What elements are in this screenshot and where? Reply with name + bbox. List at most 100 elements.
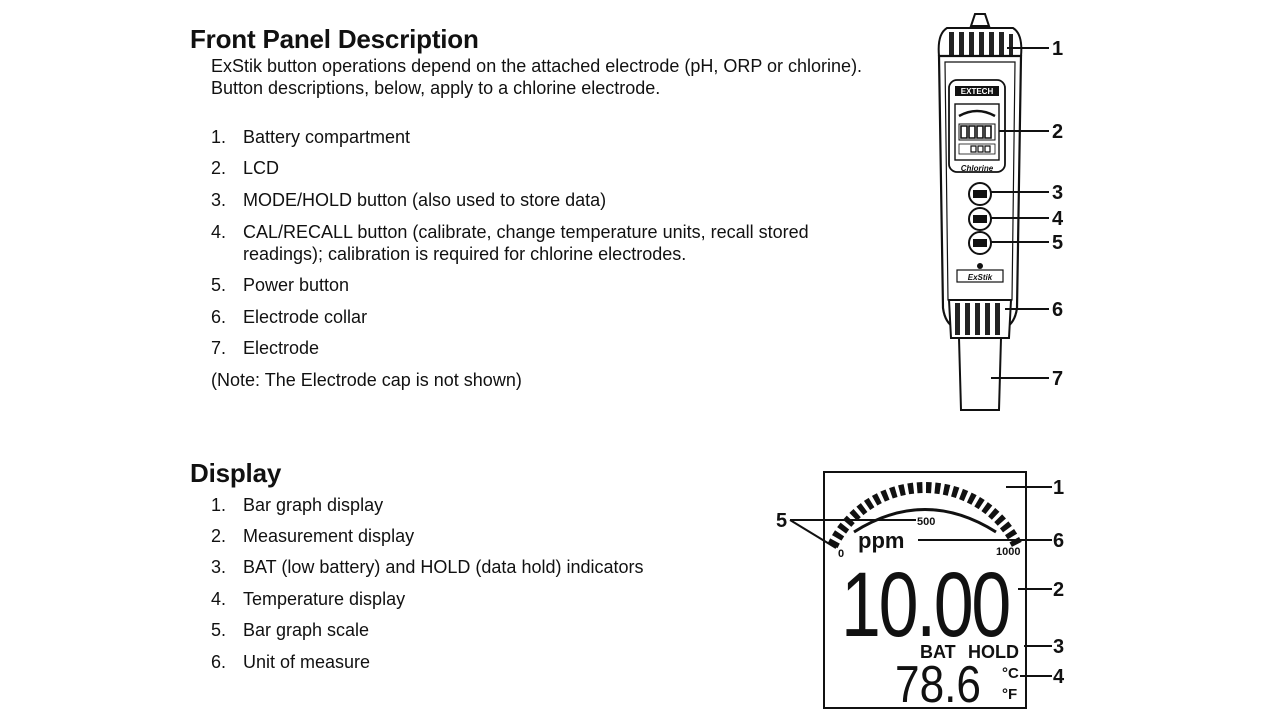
bar-graph-segment bbox=[916, 482, 923, 494]
bar-graph-segment bbox=[1005, 528, 1018, 540]
bar-graph-segment bbox=[832, 530, 845, 541]
bar-graph-segment bbox=[842, 515, 855, 527]
bar-graph-segment bbox=[880, 489, 890, 502]
bar-graph-segment bbox=[837, 522, 850, 534]
callout-number: 2 bbox=[1053, 579, 1064, 601]
callout-number: 1 bbox=[1053, 477, 1064, 499]
list-item-text: Power button bbox=[243, 275, 350, 295]
measurement-reading: 10.00 bbox=[841, 553, 1009, 656]
note-text: (Note: The Electrode cap is not shown) bbox=[211, 370, 522, 390]
electrode bbox=[957, 337, 1003, 411]
list-item-text: Electrode bbox=[243, 338, 320, 358]
callout-number: 2 bbox=[1052, 121, 1063, 143]
list-item: 4. Temperature display bbox=[211, 588, 731, 610]
bar-graph-segment bbox=[856, 503, 868, 516]
bar-graph-segment bbox=[827, 538, 840, 549]
list-item-text: BAT (low battery) and HOLD (data hold) i… bbox=[243, 557, 644, 577]
list-item: 5. Power button bbox=[211, 274, 891, 296]
callout-number: 6 bbox=[1052, 299, 1063, 321]
list-item: 1. Bar graph display bbox=[211, 494, 731, 516]
intro-line-2: Button descriptions, below, apply to a c… bbox=[211, 78, 661, 98]
device-lcd: EXTECH Chlorine bbox=[948, 79, 1006, 173]
display-list: 1. Bar graph display 2. Measurement disp… bbox=[211, 494, 731, 684]
bar-graph-segment bbox=[863, 497, 875, 510]
callout-number: 3 bbox=[1053, 636, 1064, 658]
list-item: 3. BAT (low battery) and HOLD (data hold… bbox=[211, 556, 731, 578]
list-item-number: 5. bbox=[211, 620, 227, 640]
bar-graph-segment bbox=[907, 482, 915, 495]
display-heading: Display bbox=[190, 458, 282, 488]
battery-cap-tab bbox=[969, 13, 991, 27]
unit-of-measure: ppm bbox=[858, 528, 904, 553]
callout-number: 7 bbox=[1052, 368, 1063, 390]
scale-max-label: 1000 bbox=[996, 546, 1020, 558]
bar-graph-scale-arc bbox=[853, 508, 997, 534]
list-item: 7. Electrode bbox=[211, 337, 891, 359]
list-item: 1. Battery compartment bbox=[211, 126, 891, 148]
list-item-text: Temperature display bbox=[243, 589, 406, 609]
list-item-number: 3. bbox=[211, 190, 227, 210]
bar-graph-segment bbox=[889, 486, 898, 499]
list-item: 2. LCD bbox=[211, 157, 891, 179]
list-item-text: Bar graph scale bbox=[243, 620, 370, 640]
list-item-number: 4. bbox=[211, 222, 227, 242]
bat-indicator: BAT bbox=[920, 642, 956, 662]
callout-lines bbox=[789, 486, 1052, 677]
callout-lines bbox=[991, 47, 1049, 379]
list-item-text: LCD bbox=[243, 158, 280, 178]
bar-graph-segment bbox=[849, 509, 861, 521]
list-item-number: 1. bbox=[211, 127, 227, 147]
device-label: Chlorine bbox=[961, 164, 994, 173]
lcd-display-illustration: 0 500 1000 ppm 10.00 BAT HOLD 78.6 °C °F… bbox=[776, 471, 1065, 714]
lcd-frame bbox=[823, 471, 1027, 709]
celsius-unit: °C bbox=[1002, 665, 1019, 682]
list-item: 4. CAL/RECALL button (calibrate, change … bbox=[211, 221, 891, 265]
bar-graph-segment bbox=[966, 492, 977, 505]
callout-number: 6 bbox=[1053, 530, 1064, 552]
list-item-text: Measurement display bbox=[243, 526, 415, 546]
list-item-number: 2. bbox=[211, 158, 227, 178]
list-item-text: Bar graph display bbox=[243, 495, 384, 515]
list-item-text: Electrode collar bbox=[243, 307, 368, 327]
bar-graph-segment bbox=[942, 483, 951, 496]
bar-graph-segment bbox=[988, 507, 1000, 520]
front-panel-list: 1. Battery compartment 2. LCD 3. MODE/HO… bbox=[211, 126, 891, 396]
list-item: 3. MODE/HOLD button (also used to store … bbox=[211, 189, 891, 211]
list-item-number: 7. bbox=[211, 338, 227, 358]
fahrenheit-unit: °F bbox=[1002, 686, 1017, 703]
callout-number: 5 bbox=[776, 510, 787, 532]
callout-number: 5 bbox=[1052, 232, 1063, 254]
hold-indicator: HOLD bbox=[968, 642, 1019, 662]
callout-number: 4 bbox=[1052, 208, 1064, 230]
electrode-collar bbox=[947, 299, 1013, 339]
scale-mid-label: 500 bbox=[917, 516, 935, 528]
list-item-text: Battery compartment bbox=[243, 127, 411, 147]
list-item: 6. Electrode collar bbox=[211, 306, 891, 328]
list-item-text: CAL/RECALL button (calibrate, change tem… bbox=[243, 222, 809, 264]
callout-number: 3 bbox=[1052, 182, 1063, 204]
list-item-number: 3. bbox=[211, 557, 227, 577]
bar-graph-segment bbox=[934, 482, 942, 495]
list-item-number: 6. bbox=[211, 652, 227, 672]
list-item-number: 5. bbox=[211, 275, 227, 295]
front-panel-intro: ExStik button operations depend on the a… bbox=[211, 55, 931, 99]
battery-compartment bbox=[937, 27, 1023, 57]
list-item-text: MODE/HOLD button (also used to store dat… bbox=[243, 190, 607, 210]
bar-graph-segment bbox=[925, 482, 932, 494]
device-model: ExStik bbox=[968, 273, 993, 282]
exstik-device-illustration: EXTECH Chlorine ExStik 1 2 bbox=[937, 13, 1064, 411]
bar-graph-segment bbox=[994, 514, 1006, 526]
bar-graph-segment bbox=[951, 485, 960, 499]
list-item-text: Unit of measure bbox=[243, 652, 371, 672]
front-panel-heading: Front Panel Description bbox=[190, 24, 479, 54]
device-brand: EXTECH bbox=[961, 87, 994, 96]
bar-graph-segment bbox=[871, 493, 882, 506]
callout-number: 1 bbox=[1052, 38, 1063, 60]
bar-graph bbox=[827, 482, 1022, 549]
scale-min-label: 0 bbox=[838, 548, 844, 560]
bar-graph-segment bbox=[981, 502, 993, 515]
bar-graph-segment bbox=[959, 488, 969, 502]
list-item-number: 1. bbox=[211, 495, 227, 515]
list-item-number: 6. bbox=[211, 307, 227, 327]
list-item: 6. Unit of measure bbox=[211, 651, 731, 673]
